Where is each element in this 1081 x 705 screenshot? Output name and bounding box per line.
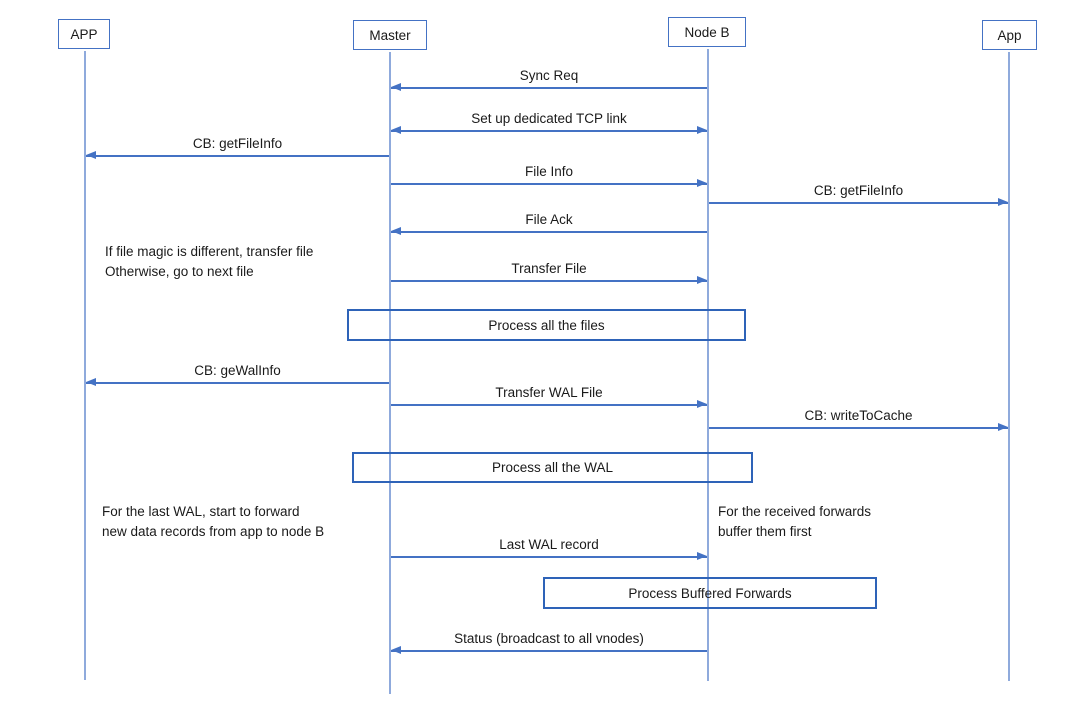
arrowhead-right-icon	[998, 423, 1008, 432]
message-cb-writetocache: CB: writeToCache	[709, 406, 1008, 432]
message-file-ack: File Ack	[391, 210, 707, 236]
message-cb-gewalinfo: CB: geWalInfo	[86, 361, 389, 387]
message-line	[391, 179, 707, 188]
message-label: Status (broadcast to all vnodes)	[454, 631, 644, 646]
message-line	[391, 227, 707, 236]
message-label: File Info	[524, 164, 574, 179]
message-transfer-file: Transfer File	[391, 259, 707, 285]
arrowhead-right-icon	[697, 552, 707, 561]
arrowhead-left-icon	[391, 646, 401, 655]
message-line	[391, 400, 707, 409]
lifeline-node-b	[707, 49, 709, 681]
message-cb-getfileinfo-left: CB: getFileInfo	[86, 134, 389, 160]
actor-box-app-left: APP	[58, 19, 110, 49]
arrowhead-right-icon	[998, 198, 1008, 207]
message-label: Last WAL record	[499, 537, 599, 552]
process-box-files: Process all the files	[347, 309, 746, 341]
note-file-magic: If file magic is different, transfer fil…	[105, 244, 314, 279]
message-status-broadcast: Status (broadcast to all vnodes)	[391, 629, 707, 655]
lifeline-app-left	[84, 51, 86, 680]
arrowhead-left-icon	[391, 83, 401, 92]
message-label: File Ack	[525, 212, 573, 227]
message-line	[391, 83, 707, 92]
arrowhead-left-icon	[391, 126, 401, 135]
actor-label: Master	[369, 27, 411, 43]
message-label: CB: getFileInfo	[813, 183, 904, 198]
message-cb-getfileinfo-right: CB: getFileInfo	[709, 181, 1008, 207]
message-line	[709, 198, 1008, 207]
arrowhead-right-icon	[697, 400, 707, 409]
actor-label: APP	[70, 26, 98, 42]
message-tcp-link: Set up dedicated TCP link	[391, 109, 707, 135]
message-label: Set up dedicated TCP link	[471, 111, 627, 126]
arrowhead-left-icon	[86, 151, 96, 160]
process-box-label: Process Buffered Forwards	[628, 585, 792, 601]
message-label: CB: writeToCache	[804, 408, 913, 423]
lifeline-app-right	[1008, 52, 1010, 681]
actor-box-app-right: App	[982, 20, 1037, 50]
arrowhead-right-icon	[697, 276, 707, 285]
actor-box-node-b: Node B	[668, 17, 746, 47]
message-label: CB: geWalInfo	[194, 363, 281, 378]
message-sync-req: Sync Req	[391, 66, 707, 92]
message-last-wal-record: Last WAL record	[391, 535, 707, 561]
lifeline-master	[389, 52, 391, 694]
arrowhead-right-icon	[697, 179, 707, 188]
actor-label: Node B	[684, 24, 730, 40]
actor-box-master: Master	[353, 20, 427, 50]
process-box-label: Process all the files	[488, 317, 605, 333]
arrowhead-right-icon	[697, 126, 707, 135]
message-line	[391, 552, 707, 561]
message-line	[86, 151, 389, 160]
process-box-buffered-forwards: Process Buffered Forwards	[543, 577, 877, 609]
message-line	[709, 423, 1008, 432]
message-line	[391, 126, 707, 135]
message-label: Transfer File	[511, 261, 587, 276]
note-last-wal: For the last WAL, start to forward new d…	[102, 504, 325, 539]
note-received-forwards: For the received forwards buffer them fi…	[718, 504, 872, 539]
message-line	[391, 646, 707, 655]
message-line	[86, 378, 389, 387]
message-line	[391, 276, 707, 285]
arrowhead-left-icon	[391, 227, 401, 236]
arrowhead-left-icon	[86, 378, 96, 387]
message-label: CB: getFileInfo	[192, 136, 283, 151]
process-box-label: Process all the WAL	[491, 460, 614, 475]
process-box-wal: Process all the WAL	[352, 452, 753, 483]
message-file-info: File Info	[391, 162, 707, 188]
actor-label: App	[997, 27, 1022, 43]
message-transfer-wal-file: Transfer WAL File	[391, 383, 707, 409]
message-label: Transfer WAL File	[495, 385, 603, 400]
message-label: Sync Req	[519, 68, 579, 83]
